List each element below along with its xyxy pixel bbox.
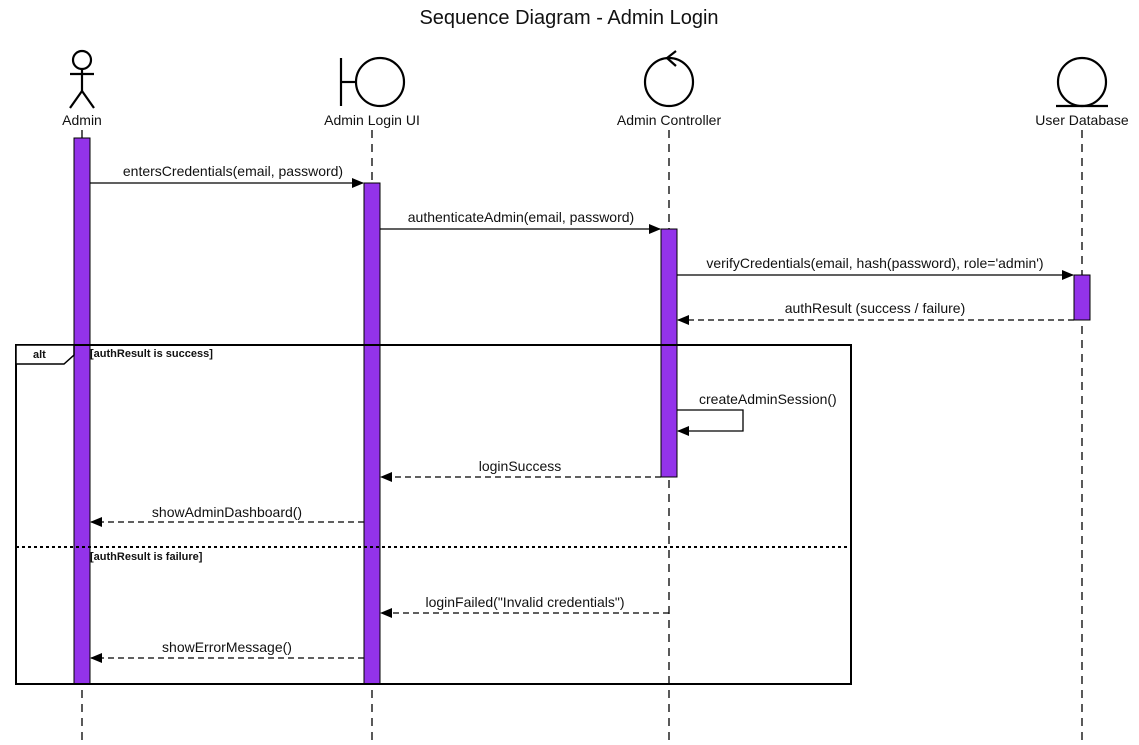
actor-icon xyxy=(69,49,95,109)
activation-ctrl xyxy=(660,228,678,478)
participant-label-ctrl: Admin Controller xyxy=(617,112,722,128)
diagram-title: Sequence Diagram - Admin Login xyxy=(419,7,718,29)
alt-fragment-frame xyxy=(15,344,852,685)
message-label: authResult (success / failure) xyxy=(785,300,966,316)
self-message-arrow xyxy=(677,409,744,436)
boundary-icon xyxy=(339,56,406,108)
message-label: loginSuccess xyxy=(479,458,562,474)
alt-guard-success: [authResult is success] xyxy=(90,348,213,360)
message-label: showAdminDashboard() xyxy=(152,504,302,520)
control-icon xyxy=(643,50,695,108)
message-label: entersCredentials(email, password) xyxy=(123,163,343,179)
alt-fragment-tab xyxy=(15,344,75,365)
message-label: verifyCredentials(email, hash(password),… xyxy=(706,255,1043,271)
activation-ui xyxy=(363,182,381,685)
alt-fragment: alt [authResult is success] [authResult … xyxy=(15,344,852,685)
messages: entersCredentials(email, password) authe… xyxy=(90,163,1074,663)
message-label: authenticateAdmin(email, password) xyxy=(408,209,634,225)
alt-fragment-operator: alt xyxy=(33,349,46,361)
participant-label-db: User Database xyxy=(1035,112,1129,128)
message-label: createAdminSession() xyxy=(699,391,837,407)
participant-label-admin: Admin xyxy=(62,112,102,128)
entity-icon xyxy=(1056,56,1108,108)
alt-guard-failure: [authResult is failure] xyxy=(90,551,203,563)
participants: Admin Admin Login UI Admin Controller Us… xyxy=(62,49,1129,128)
message-label: loginFailed("Invalid credentials") xyxy=(425,594,624,610)
message-label: showErrorMessage() xyxy=(162,639,292,655)
activation-admin xyxy=(73,137,91,685)
activation-db xyxy=(1073,274,1091,321)
participant-label-ui: Admin Login UI xyxy=(324,112,420,128)
